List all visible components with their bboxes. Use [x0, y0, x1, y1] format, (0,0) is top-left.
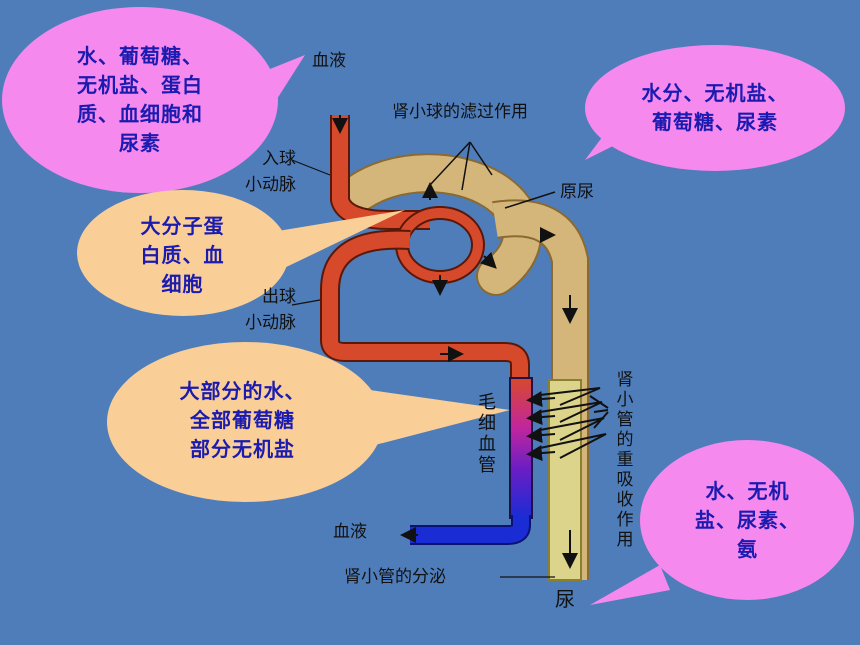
peritubular-capillary [509, 377, 533, 519]
label-glomerular-filtration: 肾小球的滤过作用 [392, 102, 528, 122]
reabsorption-arrows [526, 387, 609, 462]
label-tubular-reabsorption: 肾小管的重吸收作用 [616, 370, 634, 550]
label-efferent-arteriole-1: 出球 [262, 287, 296, 307]
label-primary-urine: 原尿 [560, 182, 594, 202]
collecting-duct [548, 379, 582, 581]
callout-primary-urine-components: 水分、无机盐、 葡萄糖、尿素 [641, 81, 789, 134]
callout-macromolecules: 大分子蛋 白质、血 细胞 [140, 213, 225, 296]
label-urine: 尿 [555, 587, 575, 611]
label-blood-in: 血液 [312, 51, 346, 71]
flow-arrows [332, 115, 578, 569]
label-efferent-arteriole-2: 小动脉 [245, 313, 296, 333]
filtration-pointers [429, 141, 556, 209]
callout-urine-components: 水、无机 盐、尿素、 氨 [695, 478, 800, 561]
callout-reabsorbed-substances: 大部分的水、 全部葡萄糖 部分无机盐 [179, 378, 306, 461]
label-afferent-arteriole-1: 入球 [262, 149, 296, 169]
label-tubular-secretion: 肾小管的分泌 [344, 567, 446, 587]
label-afferent-arteriole-2: 小动脉 [245, 175, 296, 195]
callout-shapes [2, 7, 854, 605]
callout-blood-components: 水、葡萄糖、 无机盐、蛋白 质、血细胞和 尿素 [77, 44, 203, 155]
label-blood-out: 血液 [333, 522, 367, 542]
label-capillary: 毛细血管 [478, 392, 496, 476]
